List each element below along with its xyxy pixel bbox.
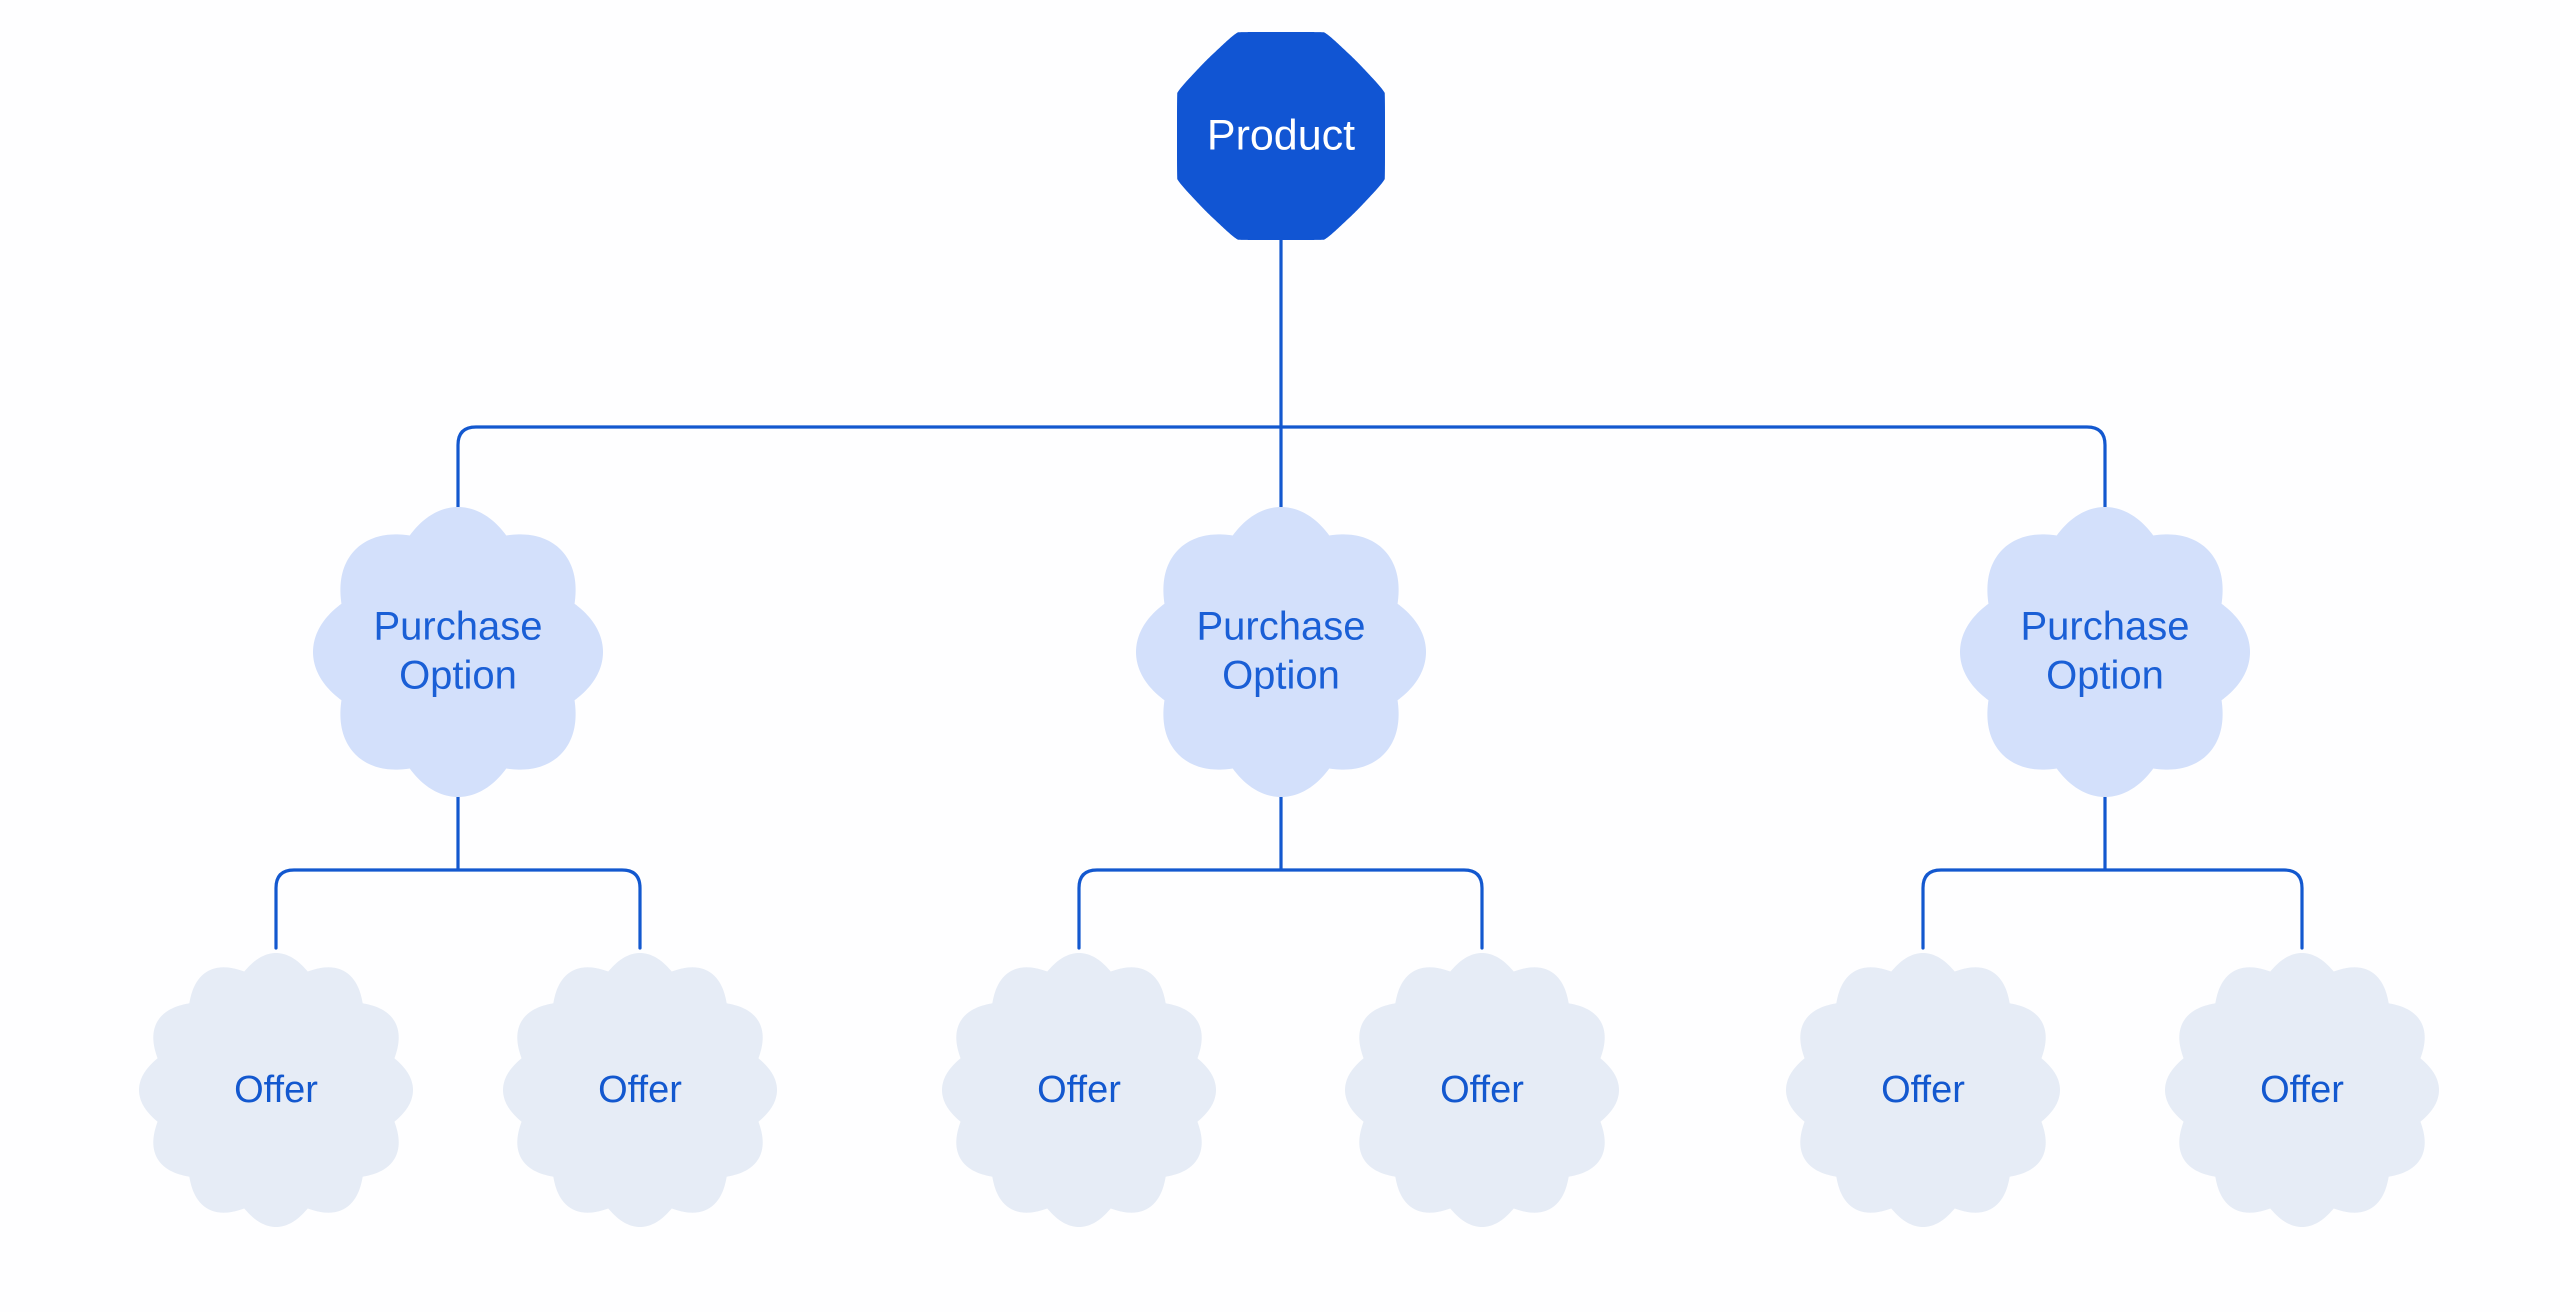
purchase-option-node-shape [1960,507,2250,797]
connector-purchase-option-to-offers [274,786,642,950]
connector-purchase-option-to-offers [1921,786,2304,950]
purchase-option-node-shape [313,507,603,797]
offer-node-shape [942,953,1216,1227]
purchase-option-node-label-line2: Option [399,654,517,698]
offer-node-shape [139,953,413,1227]
offer-node-label: Offer [1440,1069,1524,1111]
node-offer[interactable]: Offer [503,953,777,1227]
purchase-option-node-label-line2: Option [1222,654,1340,698]
node-offer[interactable]: Offer [139,953,413,1227]
purchase-option-node-label-line1: Purchase [374,605,543,649]
offer-node-label: Offer [2260,1069,2344,1111]
node-offer[interactable]: Offer [942,953,1216,1227]
node-product[interactable]: Product [1177,32,1385,240]
product-node-shape [1177,32,1385,240]
offer-node-label: Offer [234,1069,318,1111]
offer-node-label: Offer [1037,1069,1121,1111]
product-node-label: Product [1207,111,1355,159]
offer-node-shape [1786,953,2060,1227]
offer-node-label: Offer [1881,1069,1965,1111]
connector-layer [274,220,2304,950]
node-offer[interactable]: Offer [1345,953,1619,1227]
purchase-option-node-shape [1136,507,1426,797]
purchase-option-node-label-line1: Purchase [1197,605,1366,649]
offer-node-label: Offer [598,1069,682,1111]
node-offer[interactable]: Offer [2165,953,2439,1227]
offer-node-shape [503,953,777,1227]
node-offer[interactable]: Offer [1786,953,2060,1227]
offer-node-shape [2165,953,2439,1227]
purchase-option-node-label-line1: Purchase [2021,605,2190,649]
connector-purchase-option-to-offers [1077,786,1484,950]
node-layer: ProductPurchaseOptionPurchaseOptionPurch… [139,32,2439,1227]
purchase-option-node-label-line2: Option [2046,654,2164,698]
connector-product-to-purchase-options [456,220,2107,514]
offer-node-shape [1345,953,1619,1227]
